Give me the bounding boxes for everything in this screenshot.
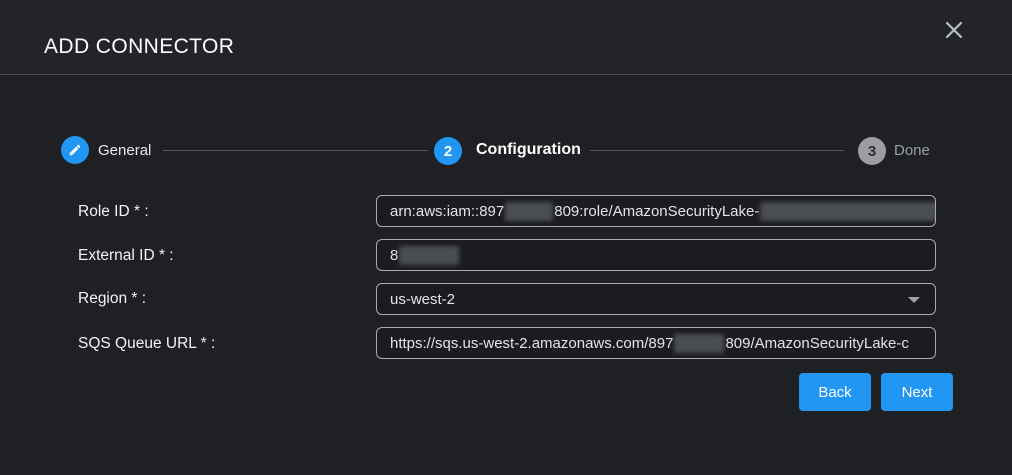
region-label: Region * : [78, 290, 147, 307]
dialog-title: ADD CONNECTOR [44, 35, 235, 58]
role-id-label: Role ID * : [78, 203, 149, 220]
sqs-url-value-part2: 809/AmazonSecurityLake-c [725, 334, 909, 352]
external-id-label: External ID * : [78, 247, 174, 264]
redacted-value [505, 201, 554, 221]
step-done-label: Done [894, 142, 930, 159]
chevron-down-icon [908, 297, 920, 303]
step-configuration[interactable]: 2 [434, 137, 462, 165]
external-id-value-part1: 8 [390, 246, 399, 264]
pencil-icon [69, 144, 81, 156]
role-id-input[interactable]: arn:aws:iam::897 809:role/AmazonSecurityL… [376, 195, 936, 227]
role-id-value-part1: arn:aws:iam::897 [390, 202, 505, 220]
close-icon [945, 21, 963, 39]
step-done[interactable]: 3 [858, 137, 886, 165]
step-configuration-label: Configuration [476, 141, 581, 158]
close-button[interactable] [941, 18, 967, 44]
redacted-value [760, 201, 935, 221]
step-number: 3 [867, 142, 877, 160]
sqs-url-value-part1: https://sqs.us-west-2.amazonaws.com/897 [390, 334, 674, 352]
redacted-value [674, 333, 725, 353]
sqs-queue-url-label: SQS Queue URL * : [78, 335, 216, 352]
role-id-value-part2: 809:role/AmazonSecurityLake- [554, 202, 760, 220]
sqs-queue-url-input[interactable]: https://sqs.us-west-2.amazonaws.com/897 8… [376, 327, 936, 359]
next-button[interactable]: Next [881, 373, 953, 411]
step-connector [590, 150, 844, 151]
redacted-value [399, 245, 460, 265]
region-selected-value: us-west-2 [390, 290, 456, 308]
step-number: 2 [443, 142, 453, 160]
step-general-label: General [98, 142, 152, 159]
step-general[interactable] [61, 136, 89, 164]
back-button[interactable]: Back [799, 373, 871, 411]
dialog-header: ADD CONNECTOR [0, 0, 1012, 75]
step-connector [163, 150, 428, 151]
region-select[interactable]: us-west-2 [376, 283, 936, 315]
external-id-input[interactable]: 8 [376, 239, 936, 271]
